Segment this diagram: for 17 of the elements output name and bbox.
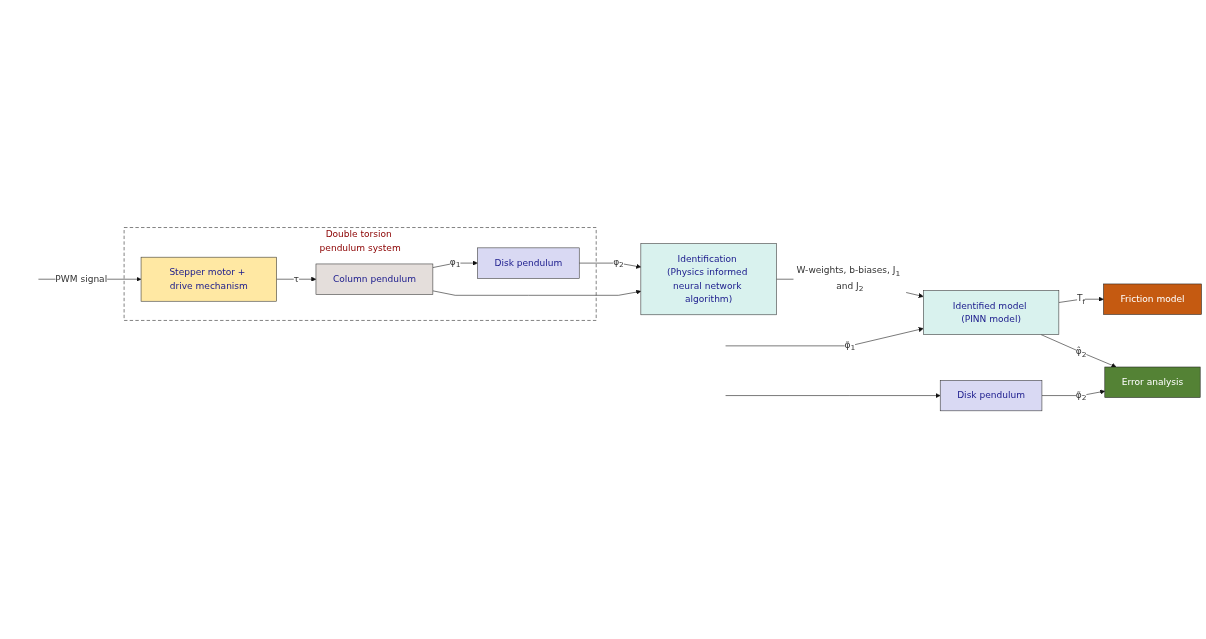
- node-box: Friction model: [1103, 284, 1202, 316]
- node-box: Disk pendulum: [939, 380, 1043, 412]
- node-box: Disk pendulum: [477, 247, 580, 279]
- edge-label: φ$_{1}$: [449, 256, 461, 270]
- edge-label: φ̃$_{2}$: [1075, 389, 1087, 402]
- node-box: Stepper motor + drive mechanism: [140, 257, 277, 302]
- edge-label: PWM signal: [55, 273, 108, 285]
- node-box: Column pendulum: [315, 264, 434, 296]
- node-box: Identified model (PINN model): [923, 290, 1060, 336]
- edge-label: T$_{f}$: [1077, 292, 1086, 306]
- edge-label: τ: [293, 273, 300, 285]
- edge-label: φ̂$_{2}$: [1075, 346, 1087, 359]
- edge-label: φ$_{2}$: [613, 256, 624, 270]
- node-box: Error analysis: [1104, 367, 1201, 399]
- edge-label: W-weights, b-biases, J$_{1}$ and J$_{2}$: [796, 265, 901, 294]
- node-box: Identification (Physics informed neural network algorithm): [640, 243, 777, 316]
- edge-label: φ̃$_{1}$: [844, 339, 856, 353]
